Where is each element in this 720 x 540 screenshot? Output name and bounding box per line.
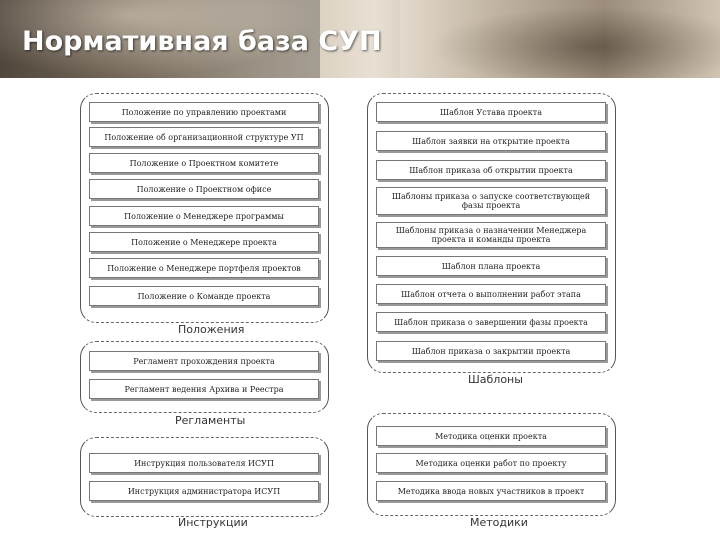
list-item: Шаблон заявки на открытие проекта bbox=[376, 131, 606, 151]
list-item: Шаблоны приказа о запуске соответствующе… bbox=[376, 187, 606, 215]
list-item: Шаблон приказа об открытии проекта bbox=[376, 160, 606, 180]
list-item: Положение по управлению проектами bbox=[89, 102, 319, 122]
list-item: Шаблоны приказа о назначении Менеджера п… bbox=[376, 222, 606, 248]
list-item: Инструкция администратора ИСУП bbox=[89, 481, 319, 501]
group-label-shablony: Шаблоны bbox=[468, 373, 523, 386]
list-item: Шаблон Устава проекта bbox=[376, 102, 606, 122]
list-item: Положение о Менеджере проекта bbox=[89, 232, 319, 252]
list-item: Методика оценки работ по проекту bbox=[376, 453, 606, 473]
list-item: Шаблон плана проекта bbox=[376, 256, 606, 276]
list-item: Методика ввода новых участников в проект bbox=[376, 481, 606, 501]
list-item: Положение о Проектном офисе bbox=[89, 179, 319, 199]
list-item: Методика оценки проекта bbox=[376, 426, 606, 446]
list-item: Шаблон приказа о закрытии проекта bbox=[376, 341, 606, 361]
banner-photo-left bbox=[0, 0, 320, 78]
header-banner: Нормативная база СУП bbox=[0, 0, 720, 78]
list-item: Шаблон приказа о завершении фазы проекта bbox=[376, 312, 606, 332]
list-item: Положение о Проектном комитете bbox=[89, 153, 319, 173]
list-item: Регламент ведения Архива и Реестра bbox=[89, 379, 319, 399]
group-label-reglamenty: Регламенты bbox=[175, 414, 246, 427]
page-title: Нормативная база СУП bbox=[22, 26, 382, 57]
group-shablony bbox=[367, 93, 616, 373]
group-polozheniya bbox=[80, 93, 329, 323]
list-item: Шаблон отчета о выполнении работ этапа bbox=[376, 284, 606, 304]
group-label-instrukcii: Инструкции bbox=[178, 516, 248, 529]
list-item: Положение о Команде проекта bbox=[89, 286, 319, 306]
list-item: Положение о Менеджере портфеля проектов bbox=[89, 258, 319, 278]
list-item: Инструкция пользователя ИСУП bbox=[89, 453, 319, 473]
group-label-metodiki: Методики bbox=[470, 516, 528, 529]
list-item: Положение о Менеджере программы bbox=[89, 206, 319, 226]
group-label-polozheniya: Положения bbox=[178, 323, 245, 336]
banner-photo-right bbox=[400, 0, 720, 78]
list-item: Регламент прохождения проекта bbox=[89, 351, 319, 371]
list-item: Положение об организационной структуре У… bbox=[89, 127, 319, 147]
group-reglamenty bbox=[80, 341, 329, 413]
group-metodiki bbox=[367, 413, 616, 516]
group-instrukcii bbox=[80, 437, 329, 517]
